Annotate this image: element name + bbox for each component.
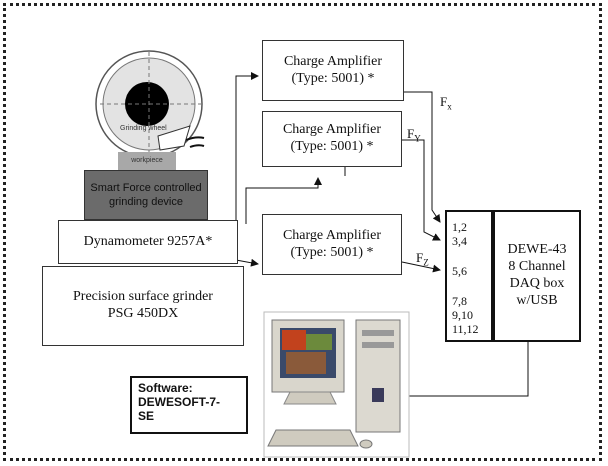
amp2-label-line1: Charge Amplifier [282, 122, 382, 138]
daq-box: DEWE-43 8 Channel DAQ box w/USB [493, 210, 581, 342]
wire-fz [401, 261, 441, 273]
daq-line2: 8 Channel [508, 259, 566, 275]
amp3-label-line1: Charge Amplifier [282, 227, 382, 243]
surface-grinder-box: Precision surface grinder PSG 450DX [42, 266, 244, 346]
grinding-wheel-label: Grinding wheel [120, 125, 167, 132]
wire-dyn-amp1 [235, 72, 259, 224]
amp1-label-line1: Charge Amplifier [283, 53, 383, 69]
computer-illustration [263, 311, 410, 458]
channel-7-8: 7,8 [452, 294, 467, 308]
channel-9-10: 9,10 [452, 308, 473, 322]
wire-fx [404, 91, 441, 223]
grinding-wheel-illustration [95, 50, 205, 158]
grinder-label-line1: Precision surface grinder [73, 289, 213, 305]
device-label-line1: Smart Force controlled [90, 182, 202, 194]
fx-label: Fx [440, 94, 452, 112]
channel-1-2: 1,2 [452, 220, 467, 234]
daq-line3: DAQ box [509, 276, 565, 291]
software-line2: DEWESOFT-7- [138, 395, 221, 409]
dynamometer-label: Dynamometer 9257A* [83, 233, 213, 249]
charge-amplifier-2: Charge Amplifier (Type: 5001) * [262, 111, 402, 167]
charge-amplifier-3: Charge Amplifier (Type: 5001) * [262, 214, 402, 275]
wire-fy [402, 139, 441, 241]
channel-3-4: 3,4 [452, 234, 467, 248]
smart-force-grinding-device: Smart Force controlled grinding device [84, 170, 208, 220]
amp1-label-line2: (Type: 5001) * [291, 70, 375, 86]
wire-daq-pc [408, 342, 529, 397]
device-label-line2: grinding device [109, 196, 183, 208]
grinder-label-line2: PSG 450DX [107, 306, 179, 321]
dynamometer-box: Dynamometer 9257A* [58, 220, 238, 264]
amp3-label-line2: (Type: 5001) * [290, 244, 374, 260]
diagram-frame [3, 3, 602, 461]
wire-dyn-amp3 [235, 258, 259, 267]
workpiece: workpiece [118, 152, 176, 170]
software-line3: SE [138, 409, 155, 423]
charge-amplifier-1: Charge Amplifier (Type: 5001) * [262, 40, 404, 101]
fz-label: FZ [416, 250, 429, 268]
wire-dyn-amp2 [245, 177, 322, 224]
daq-line4: w/USB [516, 292, 558, 308]
fy-label: FY [407, 126, 421, 144]
channel-11-12: 11,12 [452, 322, 479, 336]
amp2-label-line2: (Type: 5001) * [290, 139, 374, 154]
channel-5-6: 5,6 [452, 264, 467, 278]
software-box: Software: DEWESOFT-7- SE [130, 376, 248, 434]
daq-line1: DEWE-43 [507, 242, 567, 258]
software-line1: Software: [138, 381, 193, 395]
channel-inputs: 1,2 3,4 5,6 7,8 9,10 11,12 [445, 210, 493, 342]
